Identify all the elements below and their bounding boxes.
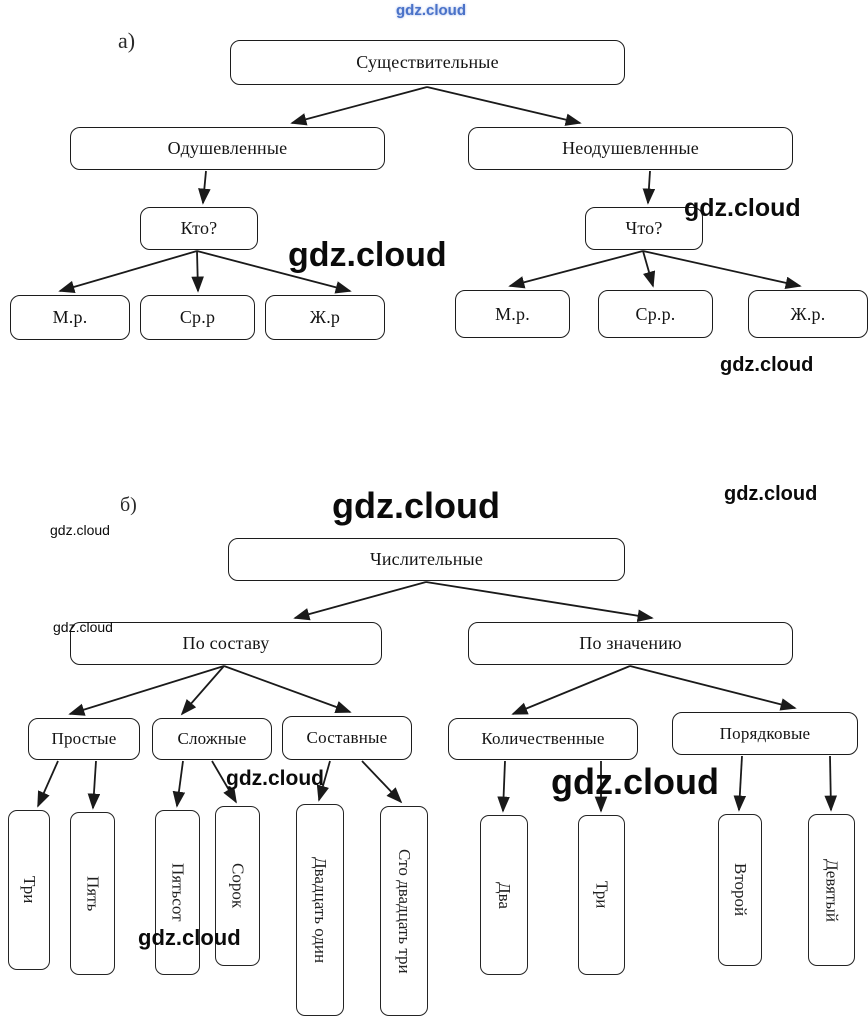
example-complex-2: Сорок — [215, 806, 260, 966]
watermark: gdz.cloud — [396, 2, 466, 19]
node-inanimate-masculine: М.р. — [455, 290, 570, 338]
node-animate-masculine: М.р. — [10, 295, 130, 340]
watermark: gdz.cloud — [138, 925, 241, 950]
example-simple-1: Три — [8, 810, 50, 970]
node-cardinal: Количественные — [448, 718, 638, 760]
example-cardinal-2: Три — [578, 815, 625, 975]
node-complex: Сложные — [152, 718, 272, 760]
node-animate: Одушевленные — [70, 127, 385, 170]
node-numerals-root: Числительные — [228, 538, 625, 581]
example-cardinal-1: Два — [480, 815, 528, 975]
example-ordinal-1: Второй — [718, 814, 762, 966]
example-ordinal-2: Девятый — [808, 814, 855, 966]
watermark: gdz.cloud — [684, 194, 801, 222]
watermark: gdz.cloud — [724, 483, 818, 505]
watermark: gdz.cloud — [720, 354, 814, 376]
node-ordinal: Порядковые — [672, 712, 858, 755]
watermark: gdz.cloud — [226, 767, 324, 790]
node-question-what: Что? — [585, 207, 703, 250]
node-animate-feminine: Ж.р — [265, 295, 385, 340]
node-by-composition: По составу — [70, 622, 382, 665]
node-question-who: Кто? — [140, 207, 258, 250]
node-animate-neuter: Ср.р — [140, 295, 255, 340]
example-compound-1: Двадцать один — [296, 804, 344, 1016]
example-compound-2: Сто двадцать три — [380, 806, 428, 1016]
watermark: gdz.cloud — [288, 236, 447, 274]
watermark: gdz.cloud — [332, 485, 500, 526]
watermark: gdz.cloud — [50, 522, 110, 538]
section-label-b: б) — [120, 494, 137, 516]
example-simple-2: Пять — [70, 812, 115, 975]
node-compound: Составные — [282, 716, 412, 760]
node-inanimate: Неодушевленные — [468, 127, 793, 170]
node-nouns-root: Существительные — [230, 40, 625, 85]
node-by-meaning: По значению — [468, 622, 793, 665]
node-simple: Простые — [28, 718, 140, 760]
node-inanimate-feminine: Ж.р. — [748, 290, 868, 338]
watermark: gdz.cloud — [53, 619, 113, 635]
section-label-a: а) — [118, 28, 136, 53]
watermark: gdz.cloud — [551, 761, 719, 802]
example-complex-1: Пятьсот — [155, 810, 200, 975]
node-inanimate-neuter: Ср.р. — [598, 290, 713, 338]
